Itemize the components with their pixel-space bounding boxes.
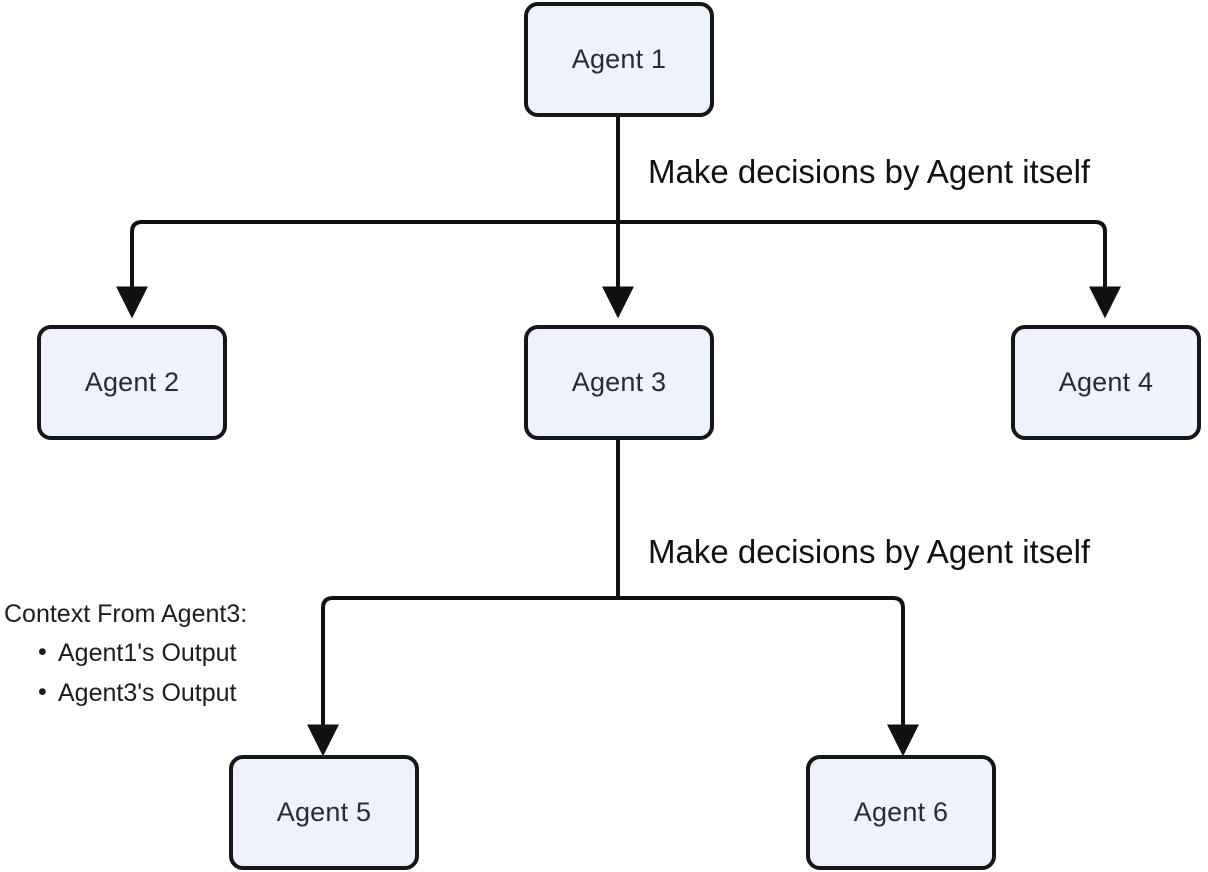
edge-agent3-to-agent6 [618,596,919,757]
node-agent3-label: Agent 3 [571,367,667,397]
node-agent5[interactable]: Agent 5 [229,755,419,870]
node-agent4[interactable]: Agent 4 [1011,325,1201,440]
node-agent2-label: Agent 2 [84,367,180,397]
edge-agent1-to-agent2 [116,220,618,319]
node-agent1[interactable]: Agent 1 [524,2,714,117]
context-note-item: Agent1's Output [38,632,247,673]
edge-agent3-to-agent5 [307,596,618,757]
edge-label-bottom: Make decisions by Agent itself [648,533,1091,570]
edge-agent1-to-agent4 [618,220,1121,319]
edge-label-top: Make decisions by Agent itself [648,153,1091,190]
node-agent2[interactable]: Agent 2 [37,325,227,440]
context-note: Context From Agent3: Agent1's Output Age… [4,600,247,713]
context-note-title: Context From Agent3: [4,600,248,628]
node-agent6[interactable]: Agent 6 [806,755,996,870]
node-agent3[interactable]: Agent 3 [524,325,714,440]
node-agent4-label: Agent 4 [1058,367,1154,397]
context-note-list: Agent1's Output Agent3's Output [4,632,247,713]
node-agent1-label: Agent 1 [571,44,667,74]
node-agent6-label: Agent 6 [853,797,949,827]
node-agent5-label: Agent 5 [276,797,372,827]
context-note-item: Agent3's Output [38,672,247,713]
